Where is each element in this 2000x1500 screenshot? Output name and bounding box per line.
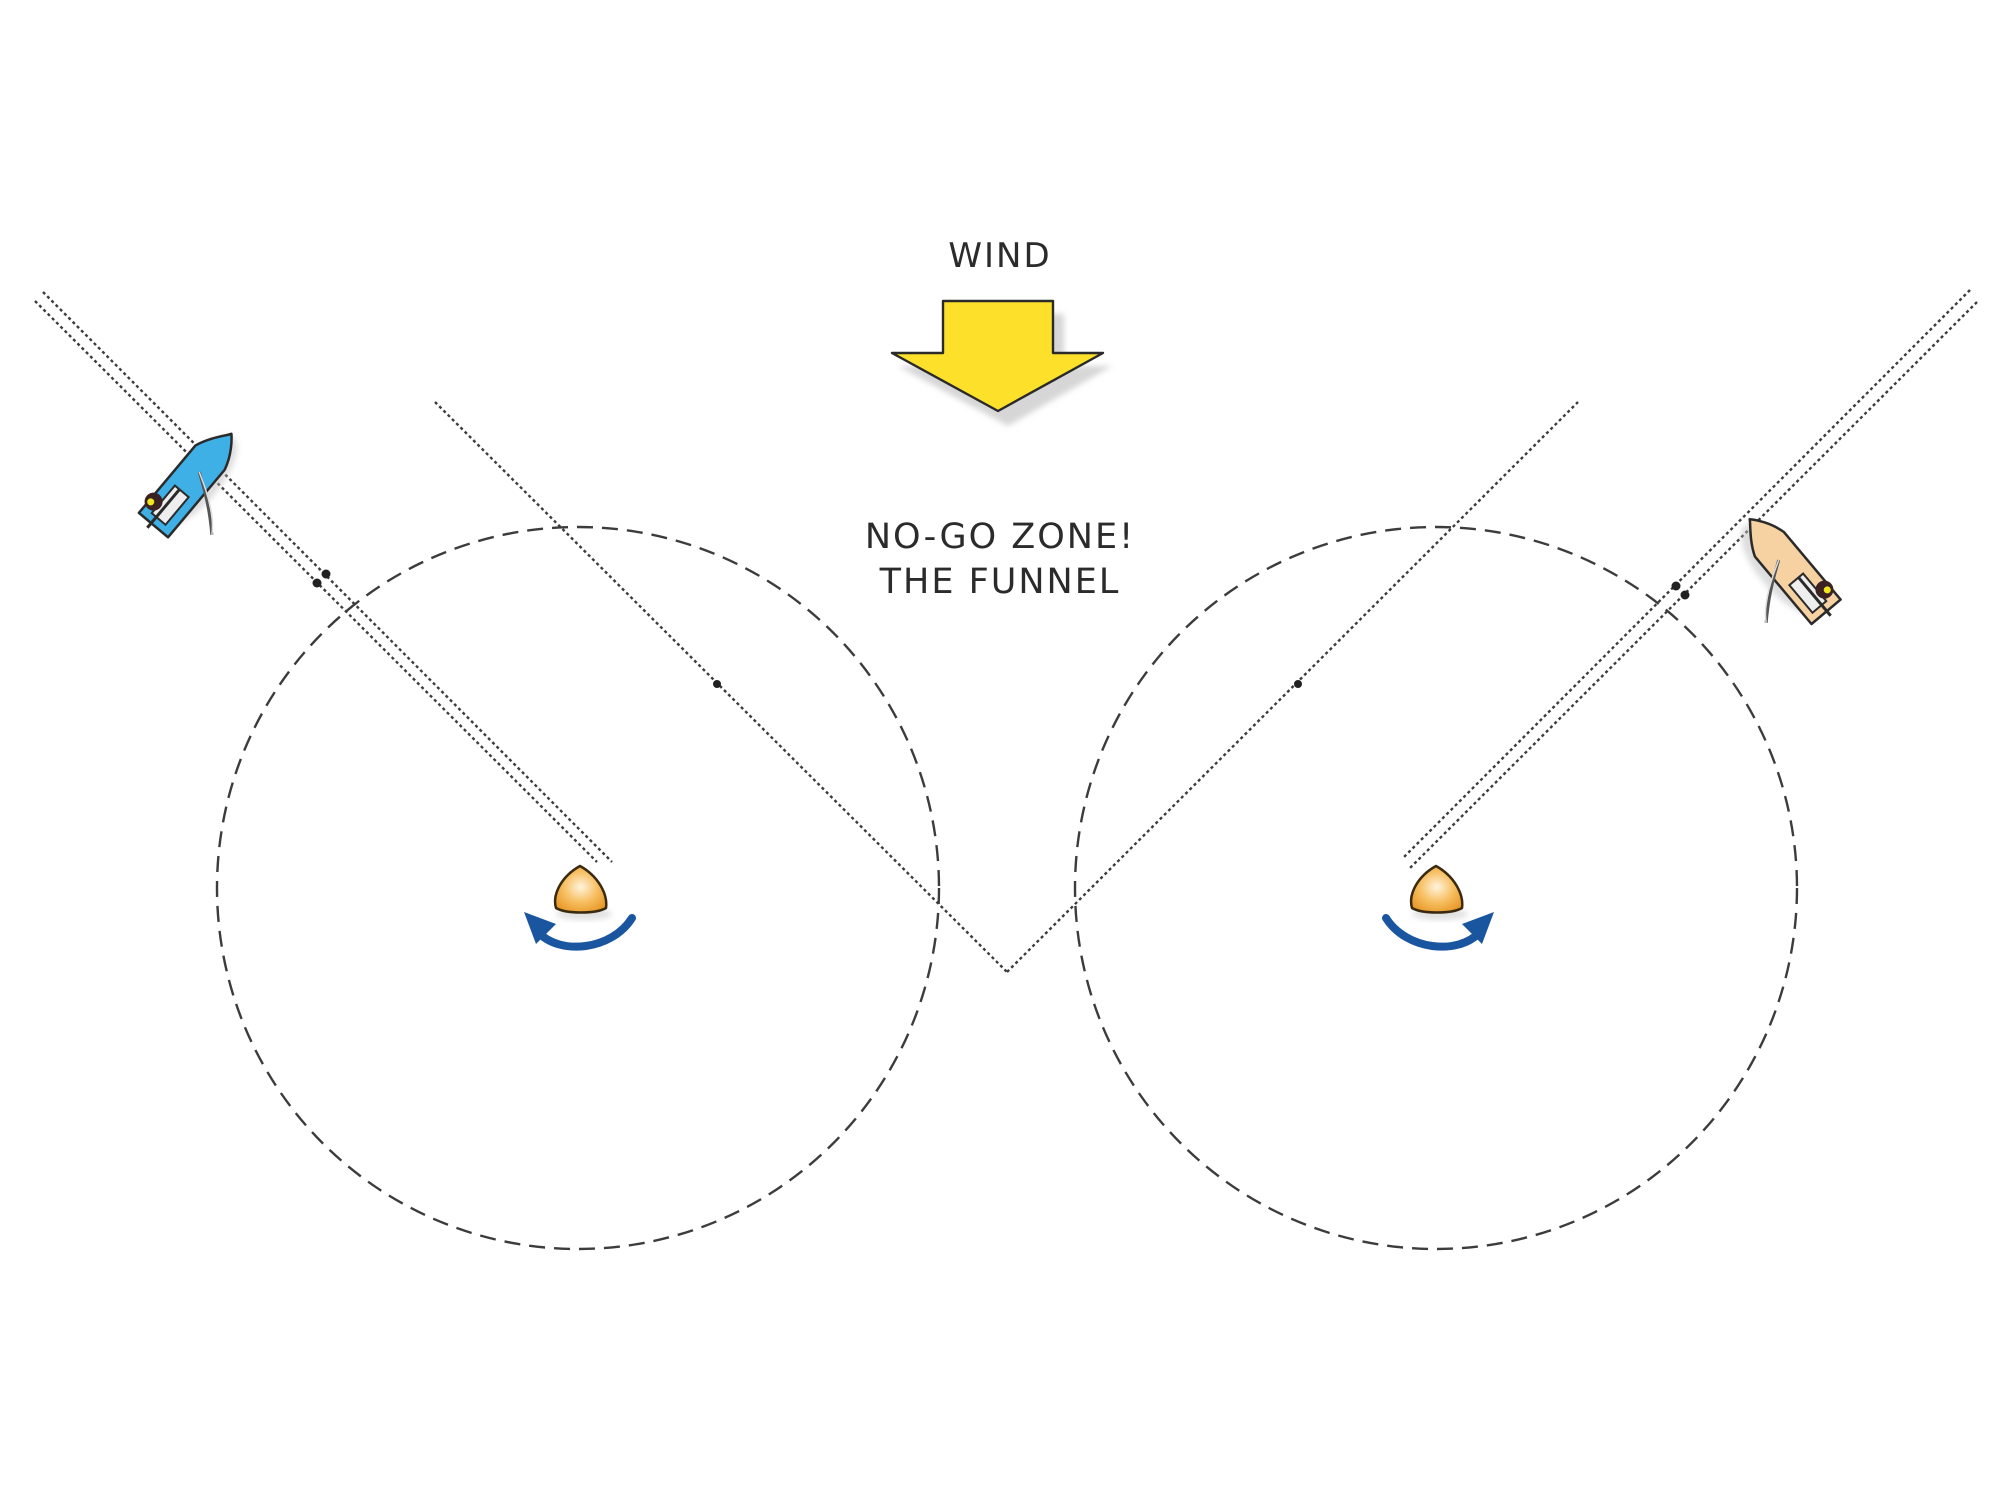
- wind-arrow-icon: [890, 299, 1112, 426]
- funnel-title: THE FUNNEL: [879, 562, 1121, 602]
- funnel-dot-left: [713, 680, 721, 688]
- layline-dot: [1680, 590, 1690, 600]
- mark-buoy-right-icon: [1409, 864, 1468, 920]
- zone-circle-right: [1073, 525, 1799, 1251]
- mark-buoy-left-icon: [553, 864, 612, 920]
- rotation-arrow-ccw-icon: [524, 912, 636, 951]
- no-go-zone-label: NO-GO ZONE! THE FUNNEL: [800, 515, 1200, 605]
- funnel-dot-right: [1294, 680, 1302, 688]
- rotation-arrow-cw-icon: [1382, 912, 1494, 951]
- zone-circle-left: [215, 525, 941, 1251]
- layline-dot: [1671, 581, 1681, 591]
- layline-right: [1402, 289, 1978, 869]
- layline-dot: [321, 569, 331, 579]
- boat-tan-icon: [1741, 517, 1842, 626]
- wind-label: WIND: [948, 236, 1052, 276]
- funnel-lines: [434, 401, 1579, 973]
- no-go-zone-title: NO-GO ZONE!: [864, 517, 1136, 557]
- layline-dot: [312, 578, 322, 588]
- boat-blue-icon: [137, 432, 237, 539]
